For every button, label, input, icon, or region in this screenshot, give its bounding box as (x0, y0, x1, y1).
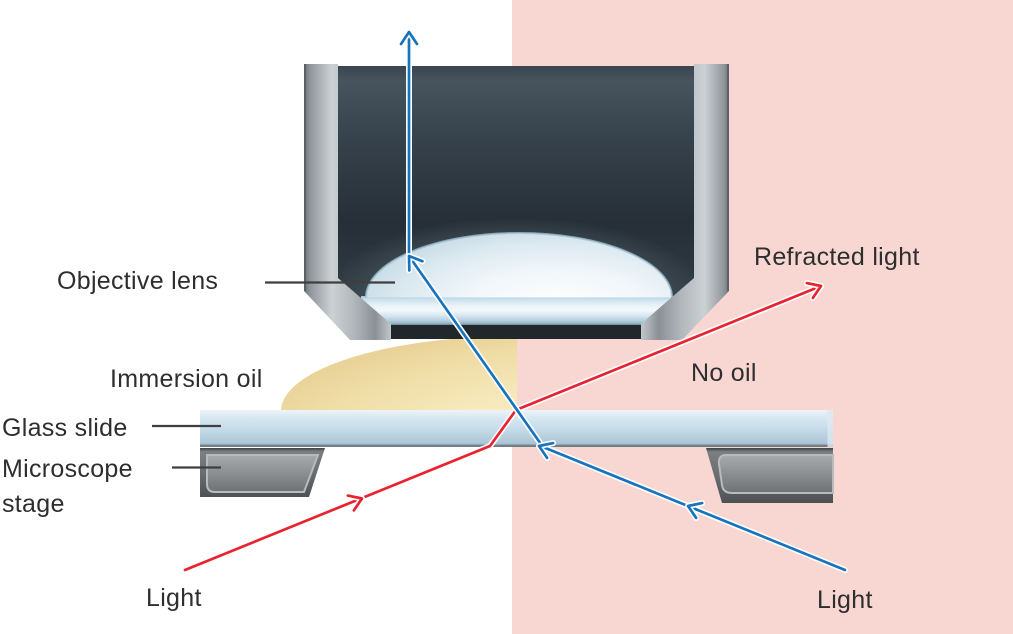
housing-underside (381, 325, 651, 339)
objective-right-wall (641, 64, 729, 340)
microscope-stage-right (706, 448, 834, 503)
immersion-oil-drop (281, 336, 517, 411)
light-ray-blue (401, 32, 848, 573)
lens-flat-element (361, 296, 671, 325)
glass-slide-label: Glass slide (2, 414, 128, 442)
glass-slide (200, 410, 833, 447)
microscope-stage-left (200, 448, 325, 497)
refracted-light-label: Refracted light (754, 243, 920, 271)
objective-lens-dome (365, 232, 673, 298)
light-label-left: Light (146, 584, 202, 612)
immersion-oil-label: Immersion oil (110, 365, 263, 393)
objective-housing (304, 64, 729, 340)
light-label-right: Light (817, 586, 873, 614)
light-ray-red (182, 279, 824, 573)
microscope-stage-label: Microscope stage (2, 455, 133, 518)
objective-lens-label: Objective lens (57, 267, 219, 295)
leader-lines (152, 281, 395, 469)
objective-left-wall (304, 64, 391, 340)
no-oil-label: No oil (691, 359, 757, 387)
